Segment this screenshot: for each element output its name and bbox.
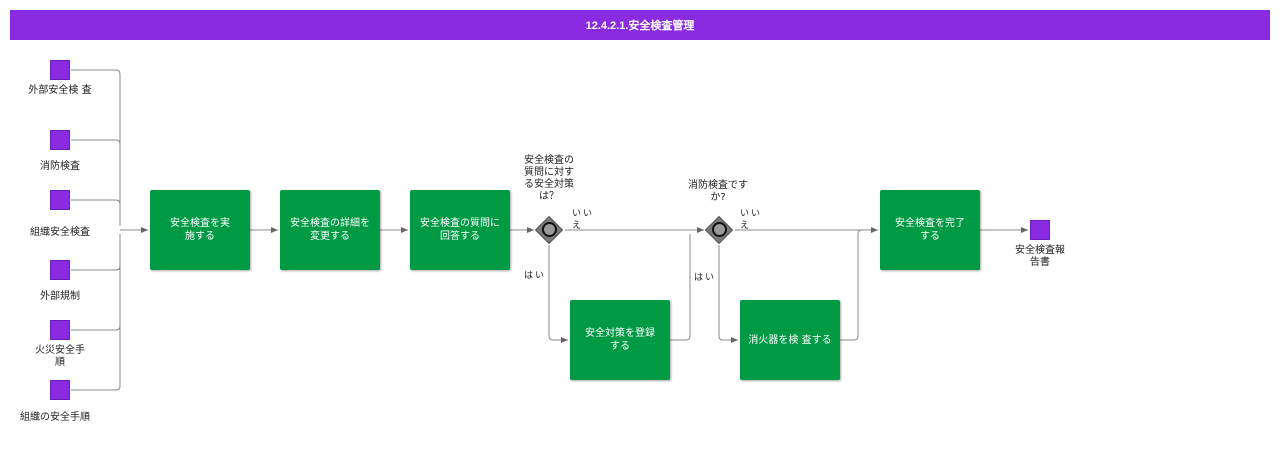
gateway-question-label: 消防検査です か? [688,180,748,203]
gateway-no-label: いい え [572,209,595,231]
task-register-measures[interactable]: 安全対策を登録 する [570,300,670,380]
task-inspect-extinguisher[interactable]: 消火器を検 査する [740,300,840,380]
gateway-yes-label: はい [524,271,547,281]
output-label: 安全検査報 告書 [1015,245,1065,268]
input-fire-procedure-icon [50,320,70,340]
task-complete-inspection[interactable]: 安全検査を完了 する [880,190,980,270]
input-org-inspection-icon [50,190,70,210]
gateway-ring-icon [712,222,727,237]
input-external-regulation-icon [50,260,70,280]
input-label: 消防検査 [40,161,80,172]
input-label: 組織の安全手順 [20,412,90,423]
input-label: 外部規制 [40,291,80,302]
task-perform-inspection[interactable]: 安全検査を実 施する [150,190,250,270]
gateway-ring-icon [542,222,557,237]
diagram-title: 12.4.2.1.安全検査管理 [10,10,1270,40]
output-report-icon [1030,220,1050,240]
gateway-yes-label: はい [694,273,717,283]
gateway-no-label: いい え [740,209,763,231]
input-label: 組織安全検査 [30,227,90,238]
task-change-details[interactable]: 安全検査の詳細を 変更する [280,190,380,270]
gateway-question-label: 安全検査の 質問に対す る安全対策 は？ [524,155,574,202]
input-label: 火災安全手 順 [35,345,85,368]
input-org-procedure-icon [50,380,70,400]
input-label: 外部安全検 査 [28,85,92,96]
task-answer-questions[interactable]: 安全検査の質問に 回答する [410,190,510,270]
input-external-inspection-icon [50,60,70,80]
input-fire-inspection-icon [50,130,70,150]
